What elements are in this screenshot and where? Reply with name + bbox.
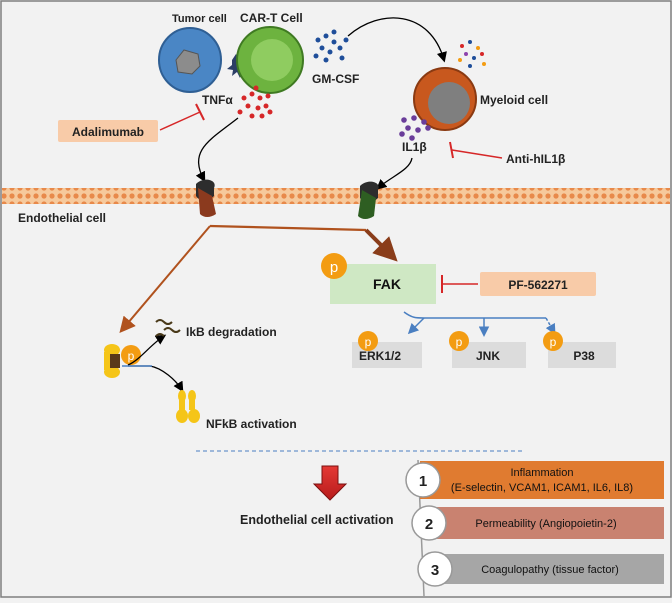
il1-receptor <box>358 181 379 219</box>
jnk-phospho-text: p <box>456 335 463 349</box>
fak-activation-arrow <box>364 228 398 262</box>
ikb-fragments-icon <box>155 319 181 337</box>
tumor-cell <box>158 27 222 93</box>
nfkb-activation-label: NFkB activation <box>206 417 297 431</box>
il1b-arrow <box>376 157 413 190</box>
ikb-degradation-arrow <box>127 334 167 366</box>
ikb-complex-icon <box>104 344 120 378</box>
tumor-cell-label: Tumor cell <box>172 13 227 25</box>
gmcsf-dots <box>313 29 349 63</box>
tnfa-arrow <box>195 117 239 183</box>
activation-item-1-title: Inflammation <box>511 467 574 479</box>
activation-item-1-num: 1 <box>419 473 427 490</box>
pf-label: PF-562271 <box>508 278 568 292</box>
il1b-dots <box>399 115 431 141</box>
activation-item-1-badge <box>405 462 441 498</box>
endothelial-cell-label: Endothelial cell <box>18 211 106 225</box>
pf-box <box>480 272 596 296</box>
erk-label: ERK1/2 <box>359 349 401 363</box>
fak-phospho-text: p <box>330 259 338 276</box>
ikb-degradation-label: IkB degradation <box>186 325 277 339</box>
myeloid-cell <box>413 67 477 131</box>
endothelial-membrane <box>2 188 670 204</box>
activation-label: Endothelial cell activation <box>240 513 394 527</box>
anti-il1b-inhibit-line <box>451 149 503 159</box>
p38-phospho-icon <box>543 331 563 351</box>
tnfa-label: TNFα <box>202 93 233 107</box>
gmcsf-label: GM-CSF <box>312 72 359 86</box>
erk-phospho-text: p <box>365 335 372 349</box>
activation-item-2-bar <box>426 507 664 539</box>
anti-il1b-label: Anti-hIL1β <box>506 152 565 166</box>
anti-il1b-inhibit-bar <box>449 141 454 159</box>
jnk-label: JNK <box>476 349 500 363</box>
activation-item-3-bar <box>432 554 664 584</box>
activation-item-3-num: 3 <box>431 562 439 579</box>
fak-label: FAK <box>373 276 401 292</box>
adalimumab-box <box>58 120 158 142</box>
jnk-phospho-icon <box>449 331 469 351</box>
fak-branch-arrows <box>403 311 556 337</box>
activation-item-2-num: 2 <box>425 516 433 533</box>
myeloid-cell-label: Myeloid cell <box>480 93 548 107</box>
tnf-receptor <box>196 179 216 217</box>
ikb-pathway-arrow <box>119 225 211 334</box>
myeloid-granules <box>458 40 486 68</box>
activation-item-1-detail: (E-selectin, VCAM1, ICAM1, IL6, IL8) <box>451 482 633 494</box>
p38-phospho-text: p <box>550 335 557 349</box>
il1b-label: IL1β <box>402 140 427 154</box>
activation-item-3-badge <box>417 551 453 587</box>
activation-item-2-title: Permeability (Angiopoietin-2) <box>475 518 616 530</box>
activation-item-2-badge <box>411 505 447 541</box>
activation-down-arrow <box>312 465 348 501</box>
receptor-link-line <box>209 224 367 232</box>
activation-item-3-title: Coagulopathy (tissue factor) <box>481 564 619 576</box>
ikb-phospho-text: p <box>128 349 135 363</box>
nfkb-icon <box>176 390 200 423</box>
activation-item-1-bar <box>420 461 664 499</box>
fak-phospho-icon <box>321 253 347 279</box>
cart-cell <box>236 26 304 94</box>
erk-phospho-icon <box>358 331 378 351</box>
adalimumab-inhibit-line <box>159 111 201 131</box>
fak-box <box>330 264 436 304</box>
gmcsf-arrow <box>347 17 447 63</box>
tnfa-dots <box>237 85 273 119</box>
cart-cell-label: CAR-T Cell <box>240 11 303 25</box>
adalimumab-inhibit-bar <box>195 103 205 121</box>
adalimumab-label: Adalimumab <box>72 125 144 139</box>
p38-label: P38 <box>573 349 595 363</box>
